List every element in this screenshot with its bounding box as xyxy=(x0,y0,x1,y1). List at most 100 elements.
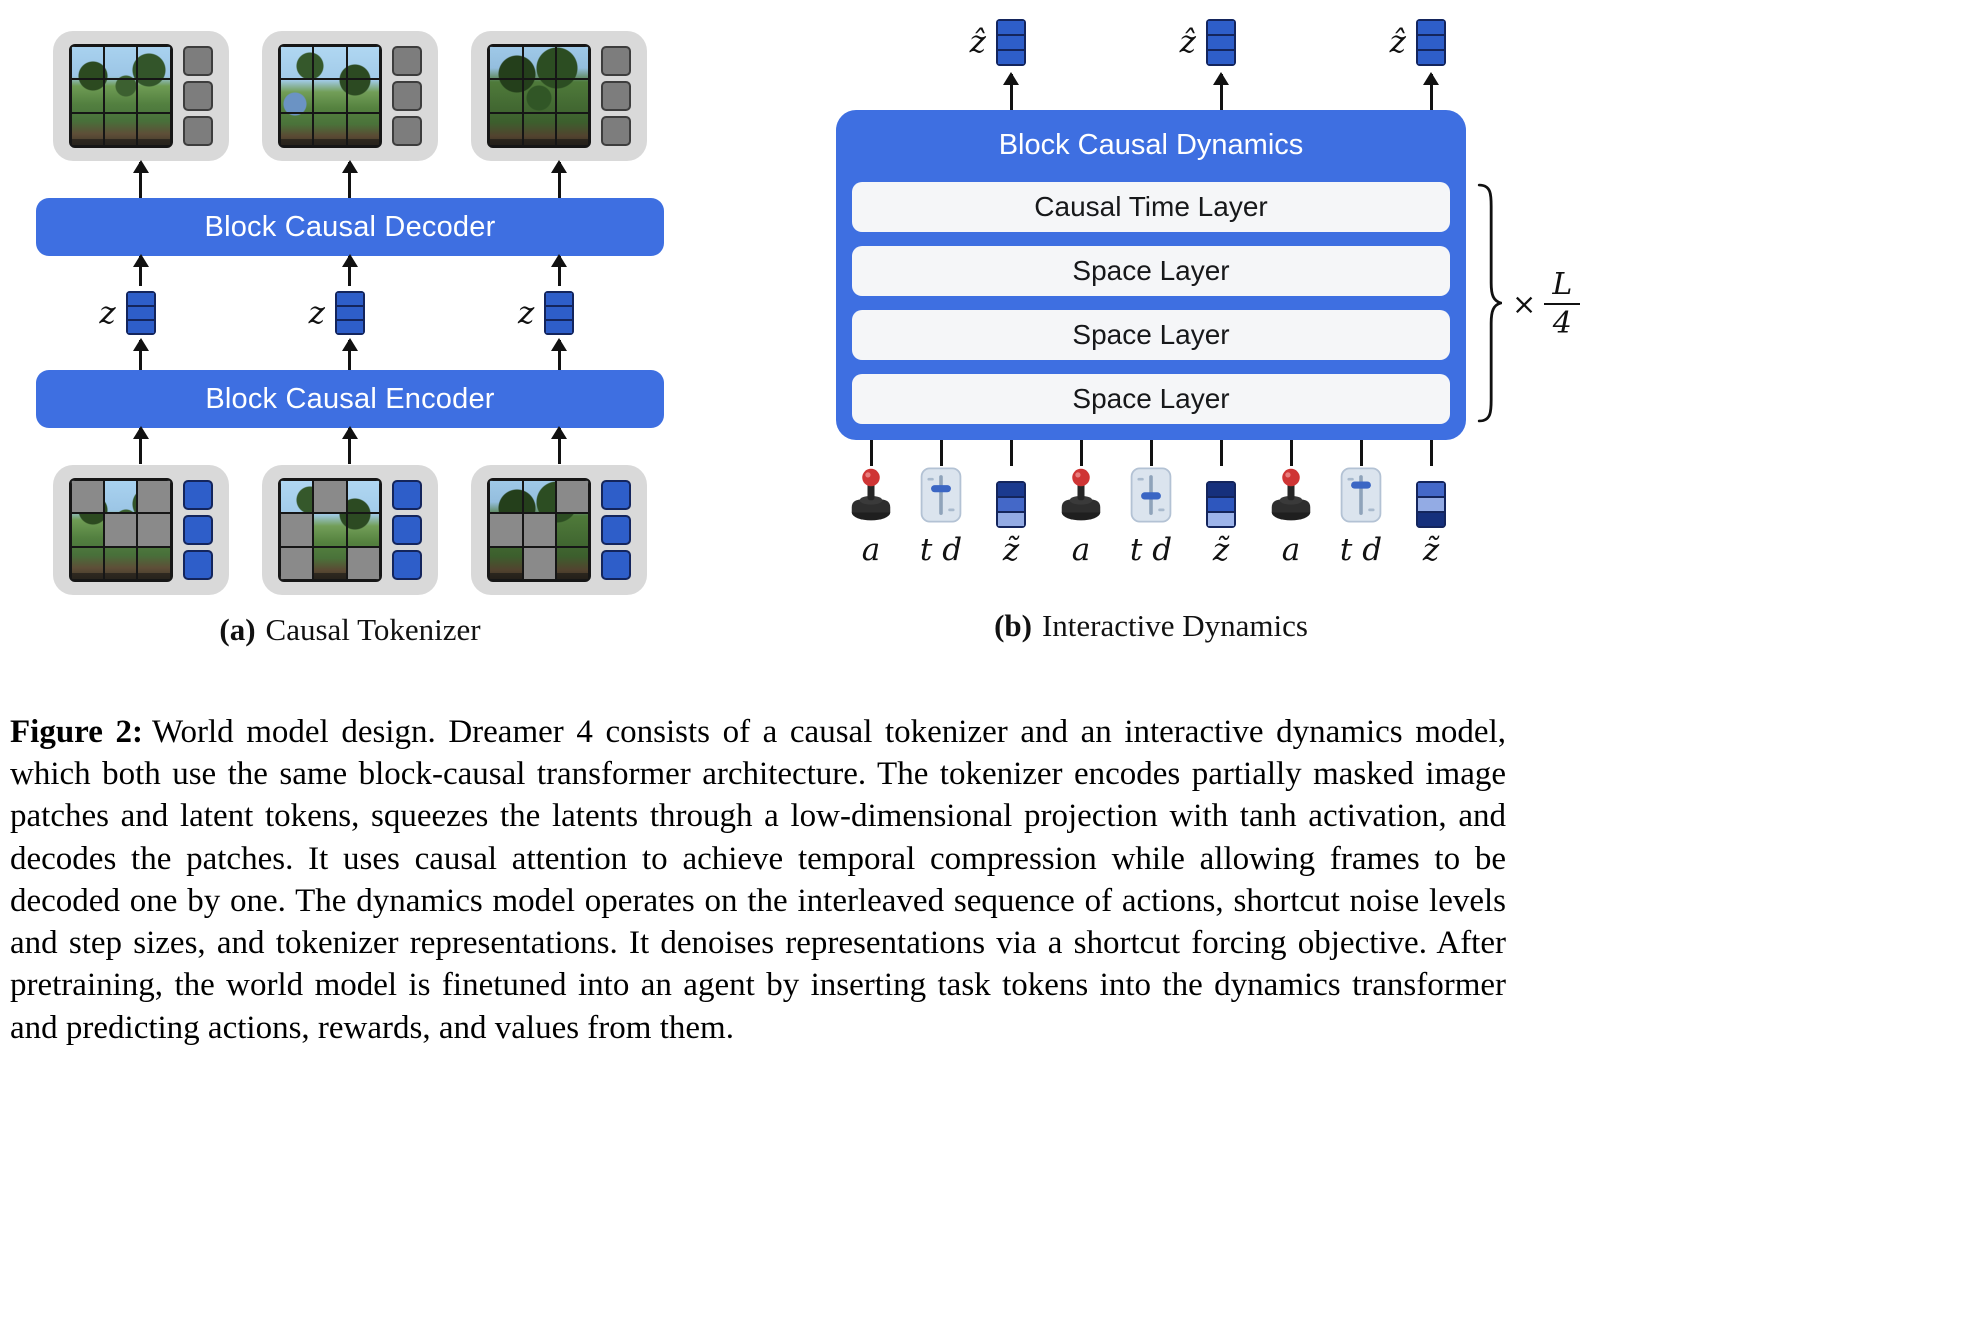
image-patch xyxy=(137,112,171,146)
latent-stack: z xyxy=(518,291,575,335)
predicted-latent-stack: ẑ xyxy=(1390,18,1446,66)
image-patch xyxy=(489,112,523,146)
masked-patch xyxy=(555,480,590,514)
image-patch xyxy=(313,112,347,146)
latent-tokens xyxy=(125,291,156,335)
connector-stem xyxy=(1079,440,1083,466)
image-patch xyxy=(137,46,171,80)
image-patch xyxy=(489,480,523,514)
masked-patch xyxy=(489,513,523,547)
noisy-latent-tokens xyxy=(996,481,1026,528)
up-arrow xyxy=(348,428,352,464)
up-arrow xyxy=(557,256,561,286)
masked-image-grid xyxy=(68,478,173,582)
block-causal-dynamics: Block Causal Dynamics Causal Time Layer … xyxy=(836,110,1466,440)
predicted-latent-stack: ẑ xyxy=(970,18,1026,66)
masked-patch xyxy=(279,513,314,547)
connector-stem xyxy=(1149,440,1153,466)
up-arrow xyxy=(139,428,143,464)
causal-time-layer: Causal Time Layer xyxy=(852,182,1450,232)
image-patch xyxy=(555,79,590,113)
up-arrow xyxy=(557,162,561,198)
image-patch xyxy=(346,480,380,514)
decoded-frames-row xyxy=(36,30,664,162)
latent-token xyxy=(334,319,365,335)
masked-patch xyxy=(313,480,347,514)
latent-token-column xyxy=(601,480,632,580)
input-icons-row xyxy=(836,466,1466,528)
image-patch xyxy=(313,79,347,113)
image-patch xyxy=(279,79,314,113)
decoded-frame xyxy=(261,31,438,161)
input-labels-row: a t d z̃ a t d z̃ a t d z̃ xyxy=(836,528,1466,572)
image-patch xyxy=(489,79,523,113)
subfigure-b-label: (b) xyxy=(994,608,1032,643)
dynamics-output-arrows xyxy=(836,74,1466,110)
masked-patch xyxy=(137,480,171,514)
latent-token xyxy=(391,480,422,510)
repeat-count: × L 4 xyxy=(1512,268,1581,340)
image-patch xyxy=(70,112,104,146)
predicted-latent-tokens xyxy=(996,18,1026,66)
latent-token xyxy=(1416,48,1446,66)
latent-token xyxy=(182,480,213,510)
input-to-encoder-arrows xyxy=(36,428,664,464)
image-patch xyxy=(346,79,380,113)
register-token xyxy=(391,81,422,111)
image-patch xyxy=(489,546,523,580)
latent-to-decoder-arrows xyxy=(36,256,664,286)
image-patch xyxy=(313,546,347,580)
latent-label: z xyxy=(99,295,116,331)
image-patch xyxy=(346,112,380,146)
decoded-frame xyxy=(471,31,648,161)
up-arrow xyxy=(557,428,561,464)
image-patch xyxy=(489,46,523,80)
register-token-column xyxy=(391,46,422,146)
image-patch xyxy=(555,112,590,146)
connector-stem xyxy=(1289,440,1293,466)
register-token xyxy=(601,46,632,76)
up-arrow xyxy=(348,340,352,370)
masked-patch xyxy=(522,546,556,580)
image-patch xyxy=(313,46,347,80)
image-patch xyxy=(522,480,556,514)
joystick-icon xyxy=(1263,467,1319,528)
space-layer: Space Layer xyxy=(852,310,1450,360)
subfigure-a-title: Causal Tokenizer xyxy=(265,612,481,647)
dynamics-title: Block Causal Dynamics xyxy=(998,128,1304,161)
masked-input-frame xyxy=(261,465,438,595)
masked-patch xyxy=(103,513,138,547)
latent-stack: z xyxy=(309,291,365,335)
joystick-icon xyxy=(1053,467,1109,528)
image-patch xyxy=(313,513,347,547)
connector-stem xyxy=(939,440,943,466)
up-arrow xyxy=(139,162,143,198)
action-label: a xyxy=(861,532,881,568)
up-arrow xyxy=(1429,74,1433,110)
up-arrow xyxy=(348,162,352,198)
curly-brace xyxy=(1476,182,1507,424)
masked-patch xyxy=(522,513,556,547)
masked-input-frame xyxy=(52,465,229,595)
latent-token xyxy=(391,515,422,545)
timestep-label: t d xyxy=(919,532,963,568)
latent-token-column xyxy=(182,480,213,580)
image-patch xyxy=(70,46,104,80)
predicted-latent-stack: ẑ xyxy=(1180,18,1236,66)
subfigure-a-caption: (a)Causal Tokenizer xyxy=(36,612,664,648)
up-arrow xyxy=(139,340,143,370)
connector-stem xyxy=(1009,440,1013,466)
image-patch xyxy=(103,112,138,146)
decoder-output-arrows xyxy=(36,162,664,198)
register-token xyxy=(601,81,632,111)
image-patch xyxy=(103,79,138,113)
encoder-to-latent-arrows xyxy=(36,340,664,370)
subfigure-b-title: Interactive Dynamics xyxy=(1041,608,1308,643)
image-patch xyxy=(70,546,104,580)
image-patch xyxy=(346,46,380,80)
latent-token xyxy=(601,515,632,545)
predicted-latent-label: ẑ xyxy=(1179,24,1196,60)
times-symbol: × xyxy=(1512,287,1537,321)
space-layer: Space Layer xyxy=(852,246,1450,296)
register-token-column xyxy=(601,46,632,146)
